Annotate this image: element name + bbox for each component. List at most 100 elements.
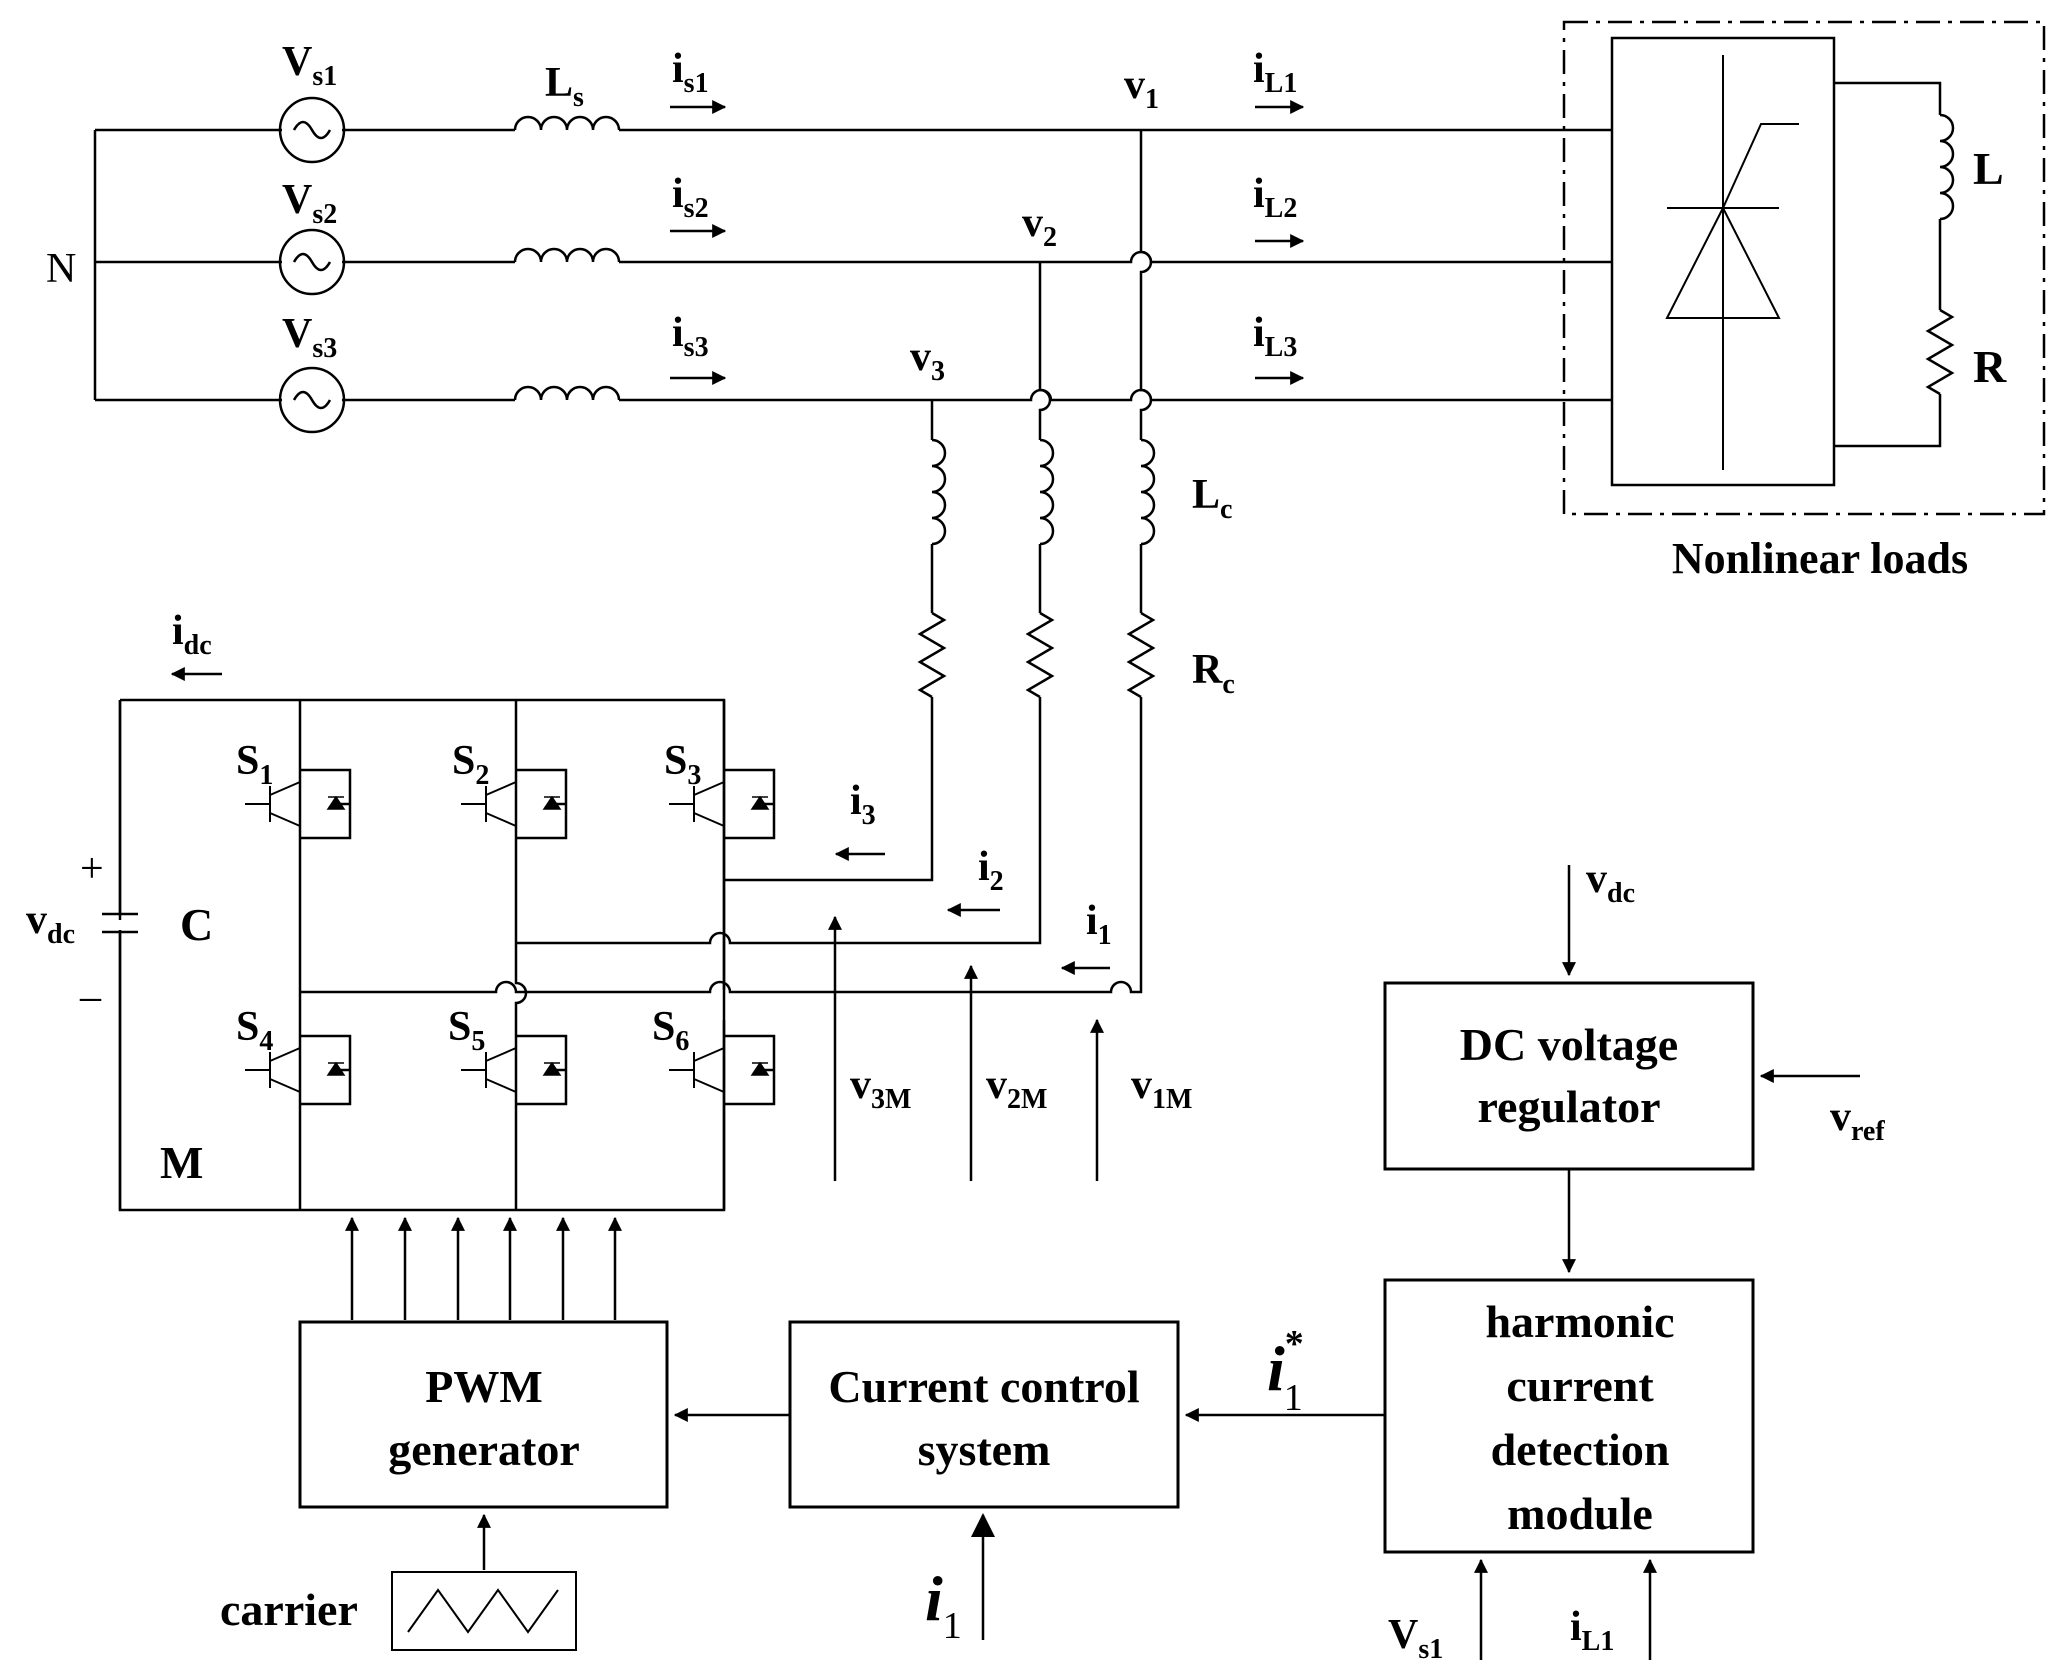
v2-label: v2 [1022,200,1057,253]
filter-resistor-3-icon [917,611,947,699]
s1-label: S1 [236,738,273,791]
vref-label: vref [1830,1094,1885,1147]
v2m-label: v2M [986,1062,1047,1115]
neutral-label: N [46,246,76,292]
current-control-block [788,1320,1180,1509]
source-vs2-icon [278,228,346,296]
il2-label: iL2 [1253,171,1297,224]
filter-inductor-1-icon [1140,438,1156,546]
s4-label: S4 [236,1004,273,1057]
igbt-s2-icon [461,768,568,840]
nonlinear-loads-title: Nonlinear loads [1672,534,1968,583]
source-inductor-c-icon [513,385,621,401]
is2-label: is2 [672,171,709,224]
regulator-label-2: regulator [1477,1081,1660,1132]
il1-input-label: iL1 [1570,1604,1614,1657]
pwm-label-1: PWM [425,1361,543,1412]
vdc-input-label: vdc [1586,856,1635,909]
filter-inductor-3-icon [931,438,947,546]
source-labels: Vs1 Vs2 Vs3 N Ls is1 is2 is3 v1 v2 v3 iL… [46,39,1297,387]
branch-2-upper [1038,262,1052,440]
rectifier-diode-icon [1665,55,1799,470]
branch-1-upper [1139,130,1153,440]
load-inductor-icon [1939,113,1955,221]
load-resistor-icon [1925,308,1955,396]
vs1-input-label: Vs1 [1388,1612,1443,1665]
i1-ref-label: i*1 [1267,1323,1304,1419]
harmonic-label-3: detection [1491,1424,1670,1475]
cc-label-2: system [918,1424,1051,1475]
harmonic-label-1: harmonic [1485,1296,1674,1347]
phase-b-line [619,250,1612,264]
igbt-s3-icon [669,768,776,840]
pwm-label-2: generator [388,1424,580,1475]
rc-label: Rc [1192,647,1235,700]
load-bottom-wire [1834,394,1942,448]
harmonic-detection-block [1383,1278,1755,1554]
source-network [93,96,1612,434]
harmonic-label-2: current [1506,1360,1654,1411]
dc-bus [118,698,726,1212]
rectifier-block [1610,36,1836,487]
ls-label: Ls [545,60,584,113]
capacitor-c-label: C [180,899,213,950]
i2-label: i2 [978,844,1004,897]
minus-label: – [79,974,102,1020]
midpoint-m-label: M [160,1137,203,1188]
branch-1-return [300,697,1143,994]
igbt-s5-icon [461,1034,568,1106]
load-top-wire [1834,81,1942,115]
i1-input-label: i1 [925,1563,962,1647]
vs1-label: Vs1 [282,39,337,92]
load-r-label: R [1973,341,2007,392]
control-system: PWM generator Current control system har… [220,865,1860,1660]
lc-label: Lc [1192,472,1232,525]
s5-label: S5 [448,1004,485,1057]
is3-label: is3 [672,310,709,363]
v1m-label: v1M [1131,1062,1192,1115]
branch-2-return [516,697,1042,945]
igbt-s6-icon [669,1034,776,1106]
s2-label: S2 [452,738,489,791]
source-vs3-icon [278,366,346,434]
il3-label: iL3 [1253,310,1297,363]
carrier-box [391,1571,577,1651]
nonlinear-load [1562,20,2046,516]
pwm-generator-block [298,1320,669,1509]
dc-voltage-regulator-block [1383,981,1755,1171]
vdc-label: vdc [26,897,75,950]
source-inductor-a-icon [513,115,621,131]
source-inductor-b-icon [513,247,621,263]
filter-resistor-1-icon [1126,611,1156,699]
igbt-s1-icon [245,768,352,840]
v1-label: v1 [1124,62,1159,115]
cc-label-1: Current control [828,1361,1139,1412]
il1-label: iL1 [1253,46,1297,99]
branch-3-return [724,697,934,882]
harmonic-label-4: module [1507,1488,1653,1539]
vs3-label: Vs3 [282,311,337,364]
source-vs1-icon [278,96,346,164]
carrier-label: carrier [220,1584,358,1635]
i1-label: i1 [1086,898,1112,951]
vs2-label: Vs2 [282,177,337,230]
s3-label: S3 [664,738,701,791]
filter-branches [300,130,1156,1181]
load-labels: L R Nonlinear loads Lc Rc [1192,143,2007,700]
control-signal-labels: i*1 i1 vdc vref Vs1 iL1 [925,856,1885,1665]
filter-resistor-2-icon [1025,611,1055,699]
filter-inductor-2-icon [1039,438,1055,546]
is1-label: is1 [672,46,709,99]
s6-label: S6 [652,1004,689,1057]
leg-2 [514,700,528,1210]
regulator-label-1: DC voltage [1460,1019,1678,1070]
nonlinear-load-boundary [1562,20,2046,516]
i3-label: i3 [850,778,876,831]
triangle-carrier-icon [407,1588,559,1634]
v3-label: v3 [910,334,945,387]
v3m-label: v3M [850,1062,911,1115]
load-l-label: L [1973,143,2004,194]
plus-label: + [80,846,104,892]
inverter [102,667,776,1320]
